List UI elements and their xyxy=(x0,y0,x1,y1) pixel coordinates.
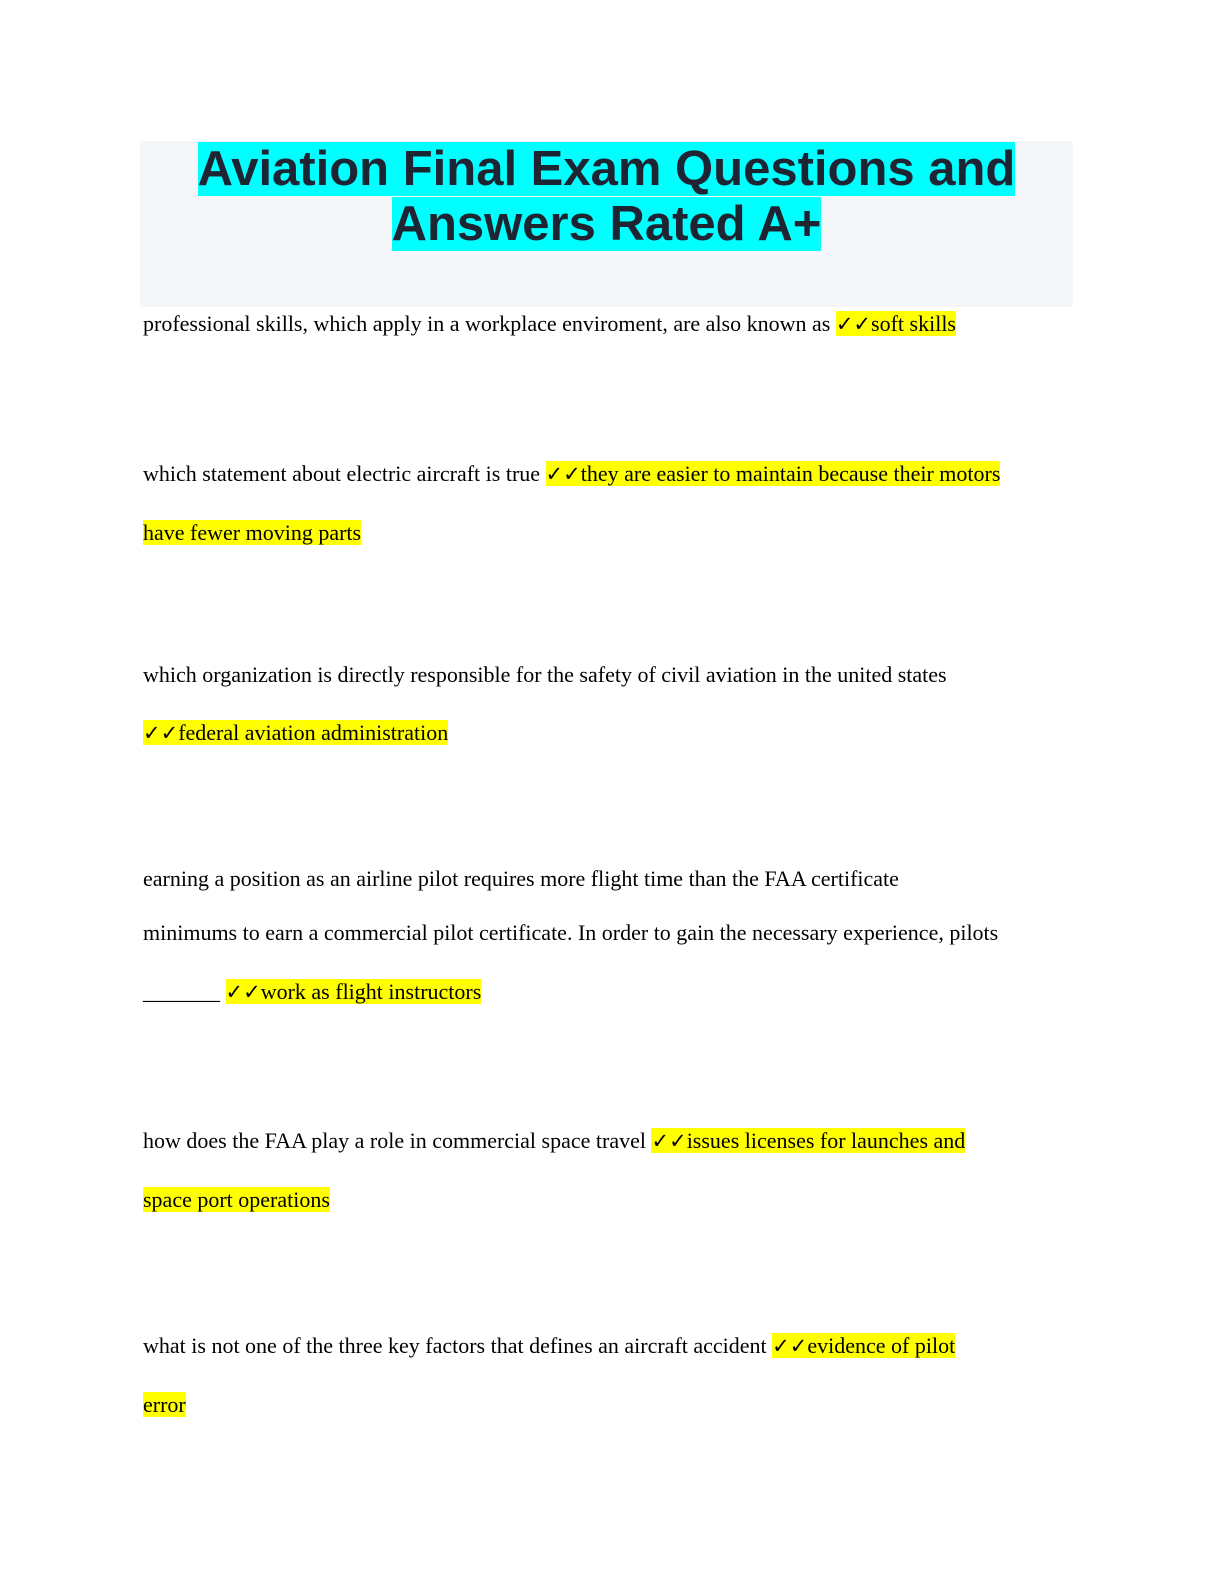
title-text-1: Aviation Final Exam Questions and xyxy=(197,142,1016,196)
answer-text: issues licenses for launches and xyxy=(686,1128,966,1153)
qa-line: _______ ✓✓work as flight instructors xyxy=(143,977,482,1007)
question-text: which organization is directly responsib… xyxy=(143,662,947,687)
qa-line: earning a position as an airline pilot r… xyxy=(143,864,899,894)
answer-highlight: ✓✓they are easier to maintain because th… xyxy=(545,461,1001,486)
question-text: which statement about electric aircraft … xyxy=(143,461,546,486)
answer-highlight: ✓✓federal aviation administration xyxy=(143,720,449,745)
double-check-icon: ✓✓ xyxy=(143,721,179,745)
answer-highlight: ✓✓soft skills xyxy=(835,311,956,336)
qa-line: have fewer moving parts xyxy=(143,518,362,548)
double-check-icon: ✓✓ xyxy=(651,1129,687,1153)
double-check-icon: ✓✓ xyxy=(772,1334,808,1358)
answer-text-continued: space port operations xyxy=(143,1187,330,1212)
qa-line: professional skills, which apply in a wo… xyxy=(143,309,956,339)
title-text-2: Answers Rated A+ xyxy=(391,197,822,251)
answer-text: work as flight instructors xyxy=(260,979,482,1004)
document-title-line-2: Answers Rated A+ xyxy=(140,197,1073,252)
question-text: professional skills, which apply in a wo… xyxy=(143,311,836,336)
answer-highlight: ✓✓work as flight instructors xyxy=(225,979,482,1004)
answer-text: they are easier to maintain because thei… xyxy=(580,461,1001,486)
question-text: what is not one of the three key factors… xyxy=(143,1333,773,1358)
title-block: Aviation Final Exam Questions and Answer… xyxy=(140,141,1073,307)
answer-text: evidence of pilot xyxy=(807,1333,956,1358)
answer-text-continued: have fewer moving parts xyxy=(143,520,362,545)
answer-text: soft skills xyxy=(871,311,956,336)
qa-line: which statement about electric aircraft … xyxy=(143,459,1001,489)
answer-text-continued: error xyxy=(143,1392,186,1417)
question-text-continued: minimums to earn a commercial pilot cert… xyxy=(143,920,999,945)
qa-line: error xyxy=(143,1390,186,1420)
qa-line: which organization is directly responsib… xyxy=(143,660,947,690)
qa-line: minimums to earn a commercial pilot cert… xyxy=(143,918,998,948)
qa-line: how does the FAA play a role in commerci… xyxy=(143,1126,966,1156)
answer-highlight: ✓✓evidence of pilot xyxy=(772,1333,956,1358)
double-check-icon: ✓✓ xyxy=(835,312,872,336)
question-text: earning a position as an airline pilot r… xyxy=(143,866,899,891)
question-text: how does the FAA play a role in commerci… xyxy=(143,1128,652,1153)
double-check-icon: ✓✓ xyxy=(225,980,261,1004)
double-check-icon: ✓✓ xyxy=(545,462,581,486)
document-title-line-1: Aviation Final Exam Questions and xyxy=(140,142,1073,197)
qa-line: space port operations xyxy=(143,1185,330,1215)
qa-line: what is not one of the three key factors… xyxy=(143,1331,956,1361)
answer-text: federal aviation administration xyxy=(178,720,449,745)
answer-highlight: ✓✓issues licenses for launches and xyxy=(651,1128,966,1153)
blank-line: _______ xyxy=(143,979,226,1004)
qa-line: ✓✓federal aviation administration xyxy=(143,718,449,748)
